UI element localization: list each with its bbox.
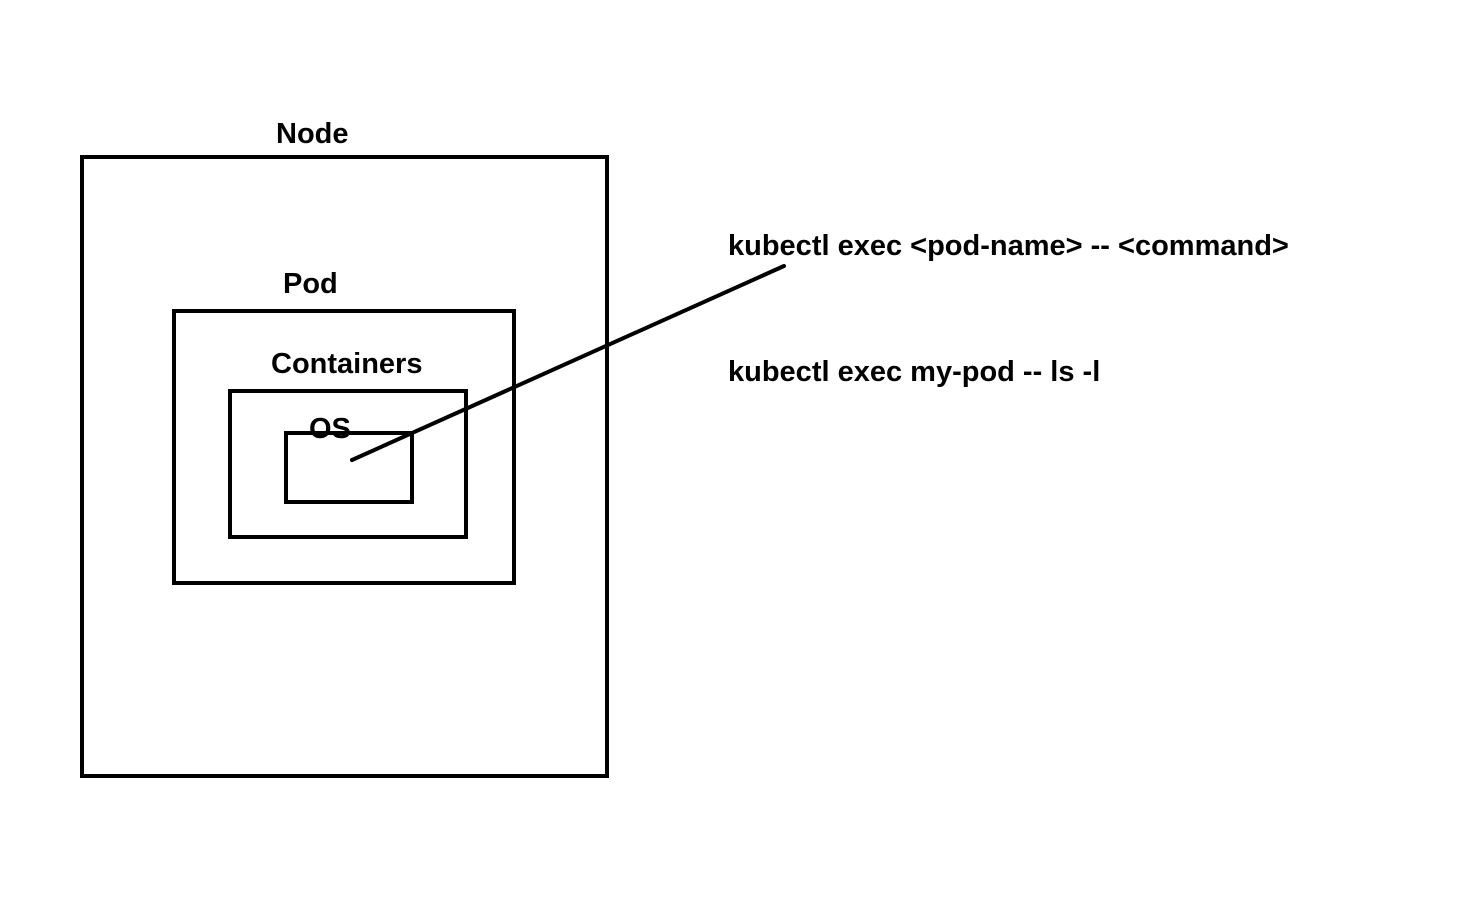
command-syntax-text: kubectl exec <pod-name> -- <command> [728,230,1289,262]
node-label: Node [276,118,349,150]
pod-label: Pod [283,268,338,300]
command-example-text: kubectl exec my-pod -- ls -l [728,356,1101,388]
node-box [80,155,609,778]
os-box [284,431,414,504]
containers-label: Containers [271,348,423,380]
containers-box [228,389,468,539]
os-label: OS [309,413,351,445]
